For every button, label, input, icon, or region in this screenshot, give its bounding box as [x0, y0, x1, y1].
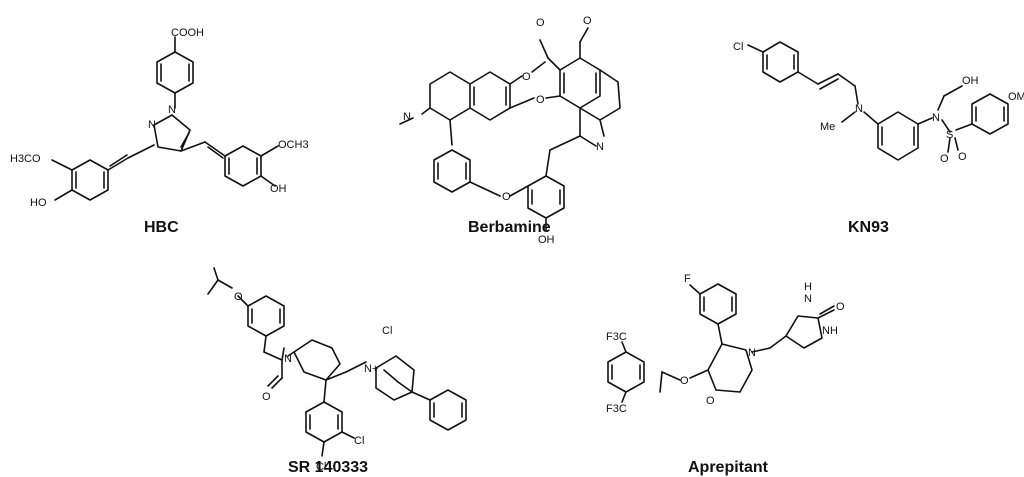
berbamine-skeleton [399, 27, 621, 231]
hbc-label-cooh: COOH [171, 27, 204, 39]
kn93-label-om: OM [1008, 91, 1024, 103]
kn93-label-n1: N [855, 103, 863, 115]
sr140333-label-cl1: Cl [354, 435, 364, 447]
compound-aprepitant: F N O O F3C F3C H N NH O [606, 273, 845, 415]
hbc-label-n1: N [148, 119, 156, 131]
aprepitant-label-f3c1: F3C [606, 331, 627, 343]
sr140333-label-cl-ion: Cl [382, 325, 392, 337]
aprepitant-skeleton [607, 283, 835, 403]
kn93-caption: KN93 [848, 219, 889, 236]
kn93-label-o2: O [958, 151, 967, 163]
sr140333-label-nplus: N+ [364, 363, 378, 375]
hbc-label-ho: HO [30, 197, 47, 209]
aprepitant-label-o2: O [706, 395, 715, 407]
hbc-label-n2: N [168, 104, 176, 116]
sr140333-caption: SR 140333 [288, 459, 368, 476]
aprepitant-label-nh: NH [822, 325, 838, 337]
sr140333-label-o1: O [234, 291, 243, 303]
kn93-label-s: S [946, 129, 953, 141]
hbc-skeleton [51, 36, 279, 201]
berbamine-caption: Berbamine [468, 219, 551, 236]
kn93-label-oh: OH [962, 75, 979, 87]
kn93-label-o1: O [940, 153, 949, 165]
compound-berbamine: O O O O N N O OH [399, 15, 621, 246]
berbamine-label-o1: O [536, 17, 545, 29]
hbc-label-h3co: H3CO [10, 153, 41, 165]
berbamine-label-n1: N [403, 111, 411, 123]
aprepitant-label-f3c2: F3C [606, 403, 627, 415]
aprepitant-label-n: N [748, 347, 756, 359]
aprepitant-label-h: H [804, 281, 812, 293]
kn93-label-me: Me [820, 121, 835, 133]
aprepitant-caption: Aprepitant [688, 459, 769, 476]
berbamine-label-o2: O [583, 15, 592, 27]
sr140333-skeleton [207, 267, 467, 457]
kn93-label-n2: N [932, 112, 940, 124]
berbamine-label-o3: O [522, 71, 531, 83]
hbc-caption: HBC [144, 219, 179, 236]
aprepitant-label-o1: O [680, 375, 689, 387]
compound-sr140333: O N O Cl Cl Cl N+ [207, 267, 467, 473]
kn93-skeleton [747, 41, 1009, 161]
compound-kn93: Cl N Me OH N S O O OM [733, 41, 1024, 165]
sr140333-label-n1: N [284, 353, 292, 365]
aprepitant-label-o3: O [836, 301, 845, 313]
sr140333-label-cl2: Cl [316, 461, 326, 473]
aprepitant-label-n1: N [804, 293, 812, 305]
compound-hbc: COOH N N H3CO HO OCH3 OH [10, 27, 309, 209]
berbamine-label-o4: O [536, 94, 545, 106]
berbamine-label-o5: O [502, 191, 511, 203]
hbc-label-och3: OCH3 [278, 139, 309, 151]
berbamine-label-n2: N [596, 141, 604, 153]
aprepitant-label-f: F [684, 273, 691, 285]
kn93-label-cl: Cl [733, 41, 743, 53]
sr140333-label-o2: O [262, 391, 271, 403]
berbamine-label-oh: OH [538, 234, 555, 246]
hbc-label-oh: OH [270, 183, 287, 195]
